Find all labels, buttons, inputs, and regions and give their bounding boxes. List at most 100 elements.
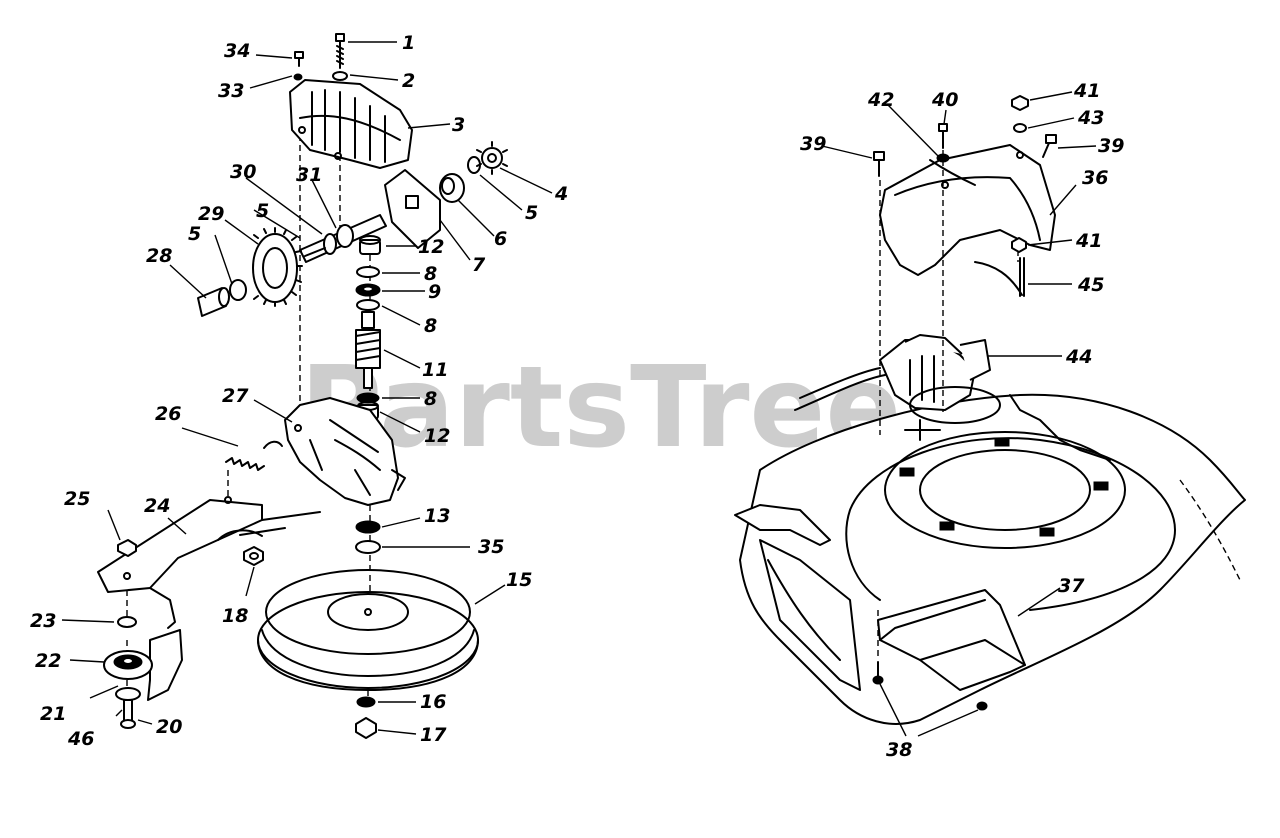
callout-41-top: 41 (1073, 80, 1100, 102)
callout-37: 37 (1058, 575, 1085, 597)
washer-8-b (356, 299, 380, 311)
callout-labels: 1 2 3 4 5 5 5 6 7 8 8 8 9 11 12 12 13 15… (30, 32, 1124, 761)
callout-46: 46 (67, 728, 94, 750)
nut-41-top (1011, 95, 1029, 111)
spacer-21 (115, 687, 141, 701)
callout-4: 4 (554, 183, 568, 205)
deflector-37 (877, 589, 1026, 691)
callout-21: 21 (40, 703, 66, 725)
callout-20: 20 (156, 716, 182, 738)
callout-6: 6 (494, 228, 507, 250)
screw-38-a (872, 661, 884, 685)
callout-23: 23 (30, 610, 56, 632)
callout-33: 33 (218, 80, 244, 102)
callout-27: 27 (222, 385, 249, 407)
callout-18: 18 (222, 605, 248, 627)
callout-44: 44 (1065, 346, 1092, 368)
plate-7 (384, 169, 441, 249)
worm-shaft-11 (355, 311, 381, 389)
bolt-20 (120, 699, 136, 729)
callout-31: 31 (296, 164, 322, 186)
rod-45 (974, 257, 1025, 297)
callout-39-left: 39 (800, 133, 826, 155)
bearing-12-top (359, 235, 381, 255)
callout-9: 9 (428, 281, 441, 303)
callout-3: 3 (452, 114, 465, 136)
control-bracket-24 (97, 496, 321, 629)
drive-unit-44 (794, 334, 1001, 441)
gear-case-housing-27 (284, 397, 406, 506)
nut-17 (355, 717, 377, 739)
screw-40 (938, 123, 948, 149)
gearbox-assembly (97, 33, 508, 739)
leader-lines (61, 41, 1097, 737)
screw-34 (294, 51, 304, 67)
shroud-36 (879, 144, 1056, 276)
idler-pulley-22 (103, 650, 153, 680)
screw-39-left (873, 151, 885, 177)
washer-23 (117, 616, 137, 628)
nut-25 (117, 539, 137, 557)
callout-8-b: 8 (424, 315, 437, 337)
spring-26 (225, 440, 283, 471)
callout-8-a: 8 (424, 263, 437, 285)
bolt-1 (335, 33, 345, 69)
bushing-28 (197, 287, 230, 317)
callout-28: 28 (146, 245, 172, 267)
callout-5-a: 5 (256, 200, 269, 222)
pinion-gear-4 (476, 141, 508, 175)
washer-35 (355, 540, 381, 554)
callout-12-a: 12 (418, 236, 444, 258)
mower-deck (734, 393, 1246, 725)
callout-40: 40 (931, 89, 958, 111)
callout-26: 26 (155, 403, 181, 425)
callout-45: 45 (1077, 274, 1104, 296)
washer-33 (293, 73, 303, 81)
callout-24: 24 (144, 495, 170, 517)
callout-5-b: 5 (188, 223, 201, 245)
washer-5-left (229, 279, 247, 301)
bearing-13 (355, 520, 381, 534)
drive-pulley-15 (257, 569, 479, 691)
screw-39-right (1042, 134, 1057, 158)
washer-43 (1013, 123, 1027, 133)
callout-41-lower: 41 (1075, 230, 1102, 252)
idler-bracket (147, 629, 183, 701)
deck-assembly (734, 95, 1246, 725)
axle-shaft-30 (299, 214, 387, 263)
washer-8-a (356, 266, 380, 278)
callout-1: 1 (402, 32, 415, 54)
callout-13: 13 (424, 505, 450, 527)
callout-2: 2 (402, 70, 415, 92)
callout-8-c: 8 (424, 388, 437, 410)
callout-38: 38 (886, 739, 912, 761)
callout-43: 43 (1077, 107, 1104, 129)
gear-case-cover-3 (289, 79, 413, 169)
callout-36: 36 (1082, 167, 1108, 189)
screw-38-b (976, 701, 988, 711)
callout-22: 22 (35, 650, 61, 672)
callout-7: 7 (472, 254, 486, 276)
thrust-bearing-9 (355, 283, 381, 297)
callout-17: 17 (420, 724, 447, 746)
bushing-6 (439, 173, 465, 203)
callout-15: 15 (506, 569, 532, 591)
callout-11: 11 (422, 359, 448, 381)
washer-16 (356, 696, 376, 708)
callout-35: 35 (478, 536, 504, 558)
washer-2 (332, 71, 348, 81)
nut-41-lower (1011, 237, 1027, 253)
callout-30: 30 (230, 161, 256, 183)
callout-25: 25 (64, 488, 90, 510)
callout-42: 42 (867, 89, 894, 111)
nut-18 (243, 546, 264, 566)
callout-12-b: 12 (424, 425, 450, 447)
callout-16: 16 (420, 691, 446, 713)
callout-29: 29 (198, 203, 224, 225)
callout-34: 34 (224, 40, 250, 62)
callout-5-c: 5 (525, 202, 538, 224)
drive-gear-29 (252, 227, 303, 307)
callout-39-right: 39 (1098, 135, 1124, 157)
washer-42 (936, 153, 950, 163)
